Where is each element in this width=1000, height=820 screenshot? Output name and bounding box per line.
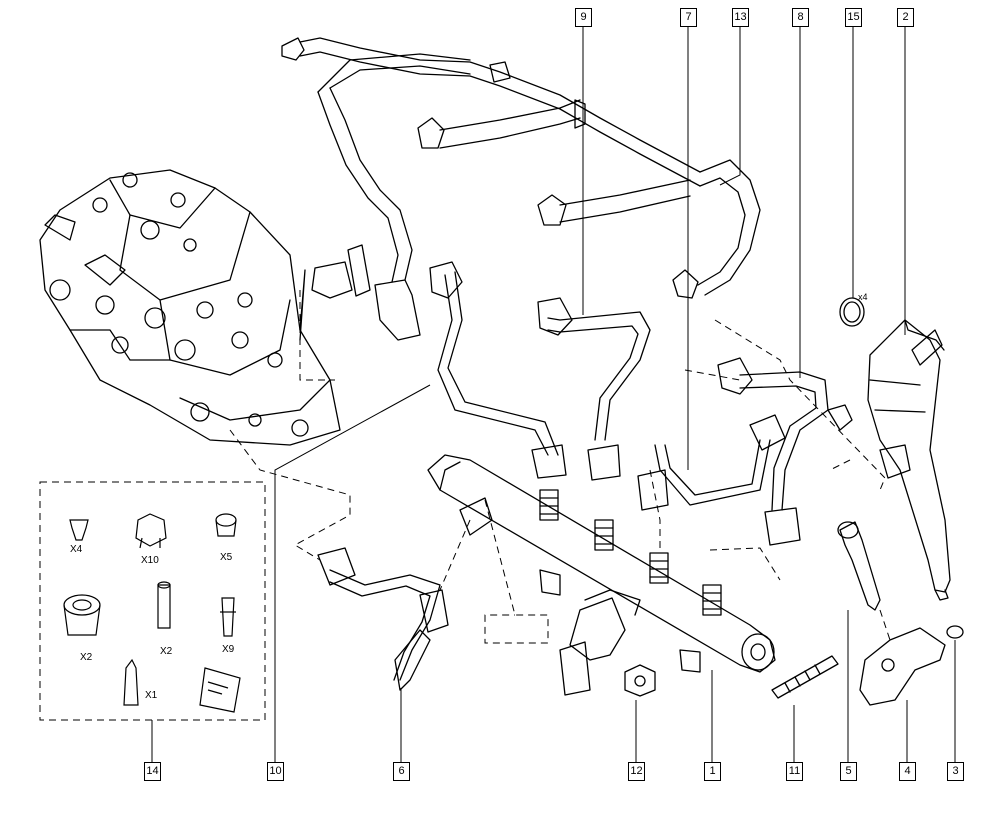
- nut-drawing: [624, 664, 656, 697]
- callout-13: 13: [732, 8, 749, 27]
- pressure-sensor-drawing: [559, 589, 641, 696]
- callout-6: 6: [393, 762, 410, 781]
- qty-label-cap-round: X5: [220, 552, 233, 563]
- stud-drawing: [771, 655, 839, 699]
- seal-drawings: [827, 297, 964, 639]
- callout-1: 1: [704, 762, 721, 781]
- qty-label-plug-large: X2: [80, 652, 93, 663]
- leak-off-hoses-drawing: [281, 37, 761, 341]
- callout-5: 5: [840, 762, 857, 781]
- callout-10: 10: [267, 762, 284, 781]
- clamp-drawing: [859, 627, 946, 706]
- callout-8: 8: [792, 8, 809, 27]
- kit-drawings: [63, 513, 241, 713]
- callout-7: 7: [680, 8, 697, 27]
- injector-drawing: [867, 319, 951, 601]
- fuel-pump-drawing: [39, 169, 341, 446]
- qty-label-cap-hex: X10: [141, 555, 159, 566]
- callout-11: 11: [786, 762, 803, 781]
- callout-15: 15: [845, 8, 862, 27]
- bolt-drawing: [837, 521, 881, 611]
- qty-label-cone: X1: [145, 690, 158, 701]
- callout-4: 4: [899, 762, 916, 781]
- qty-label-cap-small: X4: [70, 544, 83, 555]
- seal-qty-label: x4: [858, 292, 868, 302]
- callout-3: 3: [947, 762, 964, 781]
- callout-9: 9: [575, 8, 592, 27]
- qty-label-pin-long: X2: [160, 646, 173, 657]
- callout-12: 12: [628, 762, 645, 781]
- qty-label-pin-short: X9: [222, 644, 235, 655]
- fuel-rail-drawing: [427, 454, 776, 673]
- callout-2: 2: [897, 8, 914, 27]
- callout-14: 14: [144, 762, 161, 781]
